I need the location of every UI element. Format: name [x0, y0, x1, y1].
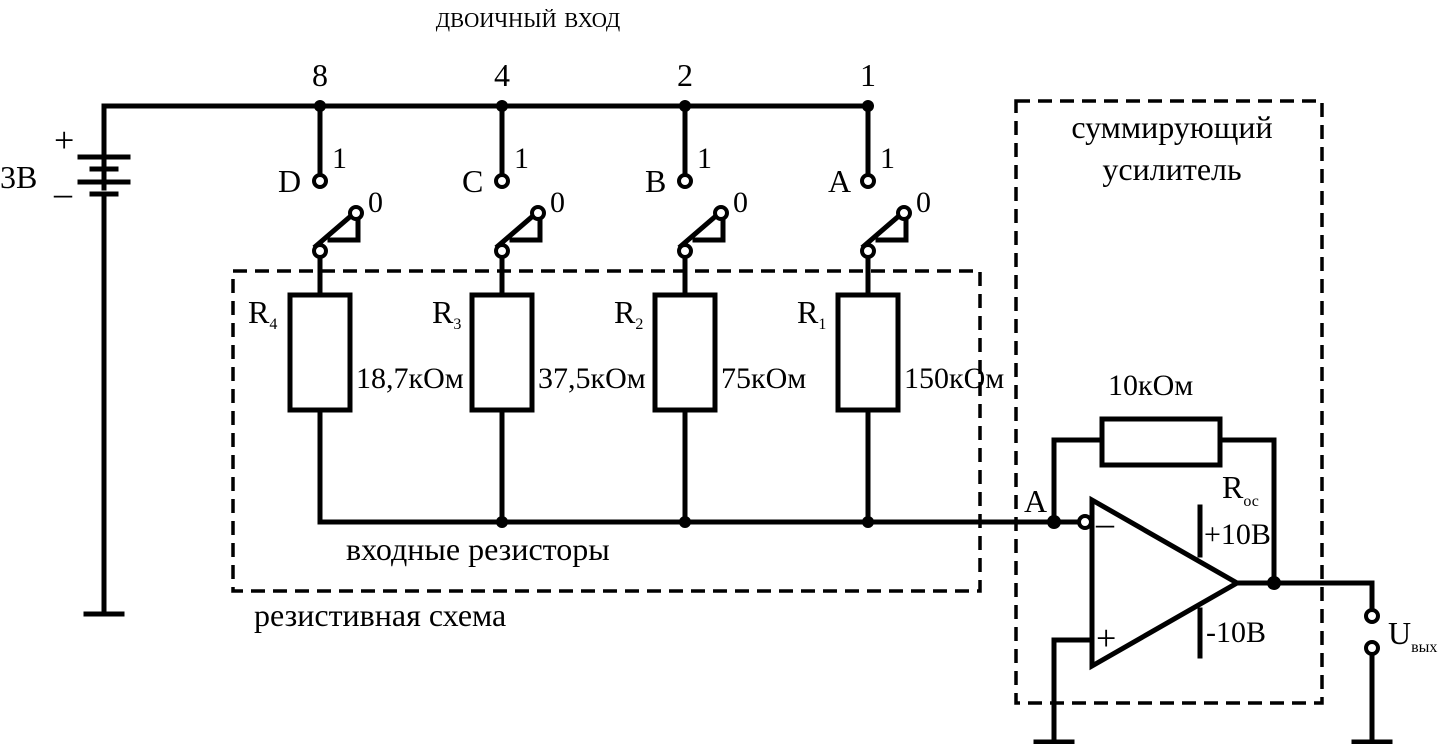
feedback-resistor-value: 10кОм	[1108, 369, 1193, 402]
switch-b	[677, 103, 729, 298]
resistor-r2	[652, 292, 718, 413]
node-a-label: A	[1024, 483, 1047, 519]
feedback-wire-right	[1217, 437, 1277, 586]
resistor-r3	[469, 292, 535, 413]
resistor-ref-label: R1	[797, 294, 826, 333]
switch-on-label: 1	[880, 142, 895, 175]
resistive-network-box	[231, 269, 982, 593]
summing-bus-wire	[317, 407, 1088, 525]
node-a-junction	[1047, 515, 1061, 529]
weight-label: 1	[860, 57, 876, 93]
resistor-ref-label: R2	[614, 294, 643, 333]
switch-on-label: 1	[514, 142, 529, 175]
switch-d	[312, 103, 364, 298]
weight-label: 8	[312, 57, 328, 93]
summing-junction	[679, 516, 691, 528]
resistor-r1	[835, 292, 901, 413]
output-junction	[1267, 576, 1281, 590]
summing-junction	[862, 516, 874, 528]
resistor-ref-label: R4	[248, 294, 277, 333]
supply-neg-label: -10В	[1206, 616, 1266, 649]
switch-name-label: A	[828, 163, 851, 199]
output-wire	[1234, 580, 1375, 613]
resistor-value-label: 18,7кОм	[356, 362, 464, 395]
summing-amplifier-box	[1014, 99, 1324, 705]
resistor-ref-label: R3	[432, 294, 461, 333]
switch-off-label: 0	[550, 186, 565, 219]
top-bus-wire	[101, 103, 871, 191]
noninverting-input-label: +	[1096, 618, 1116, 658]
inverting-input-label: –	[1095, 503, 1115, 543]
noninverting-ground-wire	[1051, 637, 1095, 744]
summing-junction	[496, 516, 508, 528]
output-terminal-bottom	[1364, 640, 1380, 656]
switch-on-label: 1	[697, 142, 712, 175]
switch-a	[860, 103, 912, 298]
battery-icon	[77, 154, 131, 197]
weight-label: 4	[494, 57, 510, 93]
battery-minus-label: –	[53, 173, 73, 213]
input-resistors-label: входные резисторы	[346, 531, 610, 567]
resistor-value-label: 75кОм	[721, 362, 806, 395]
battery-voltage-label: 3В	[0, 159, 37, 195]
resistor-value-label: 150кОм	[904, 362, 1004, 395]
inverting-input-terminal	[1077, 514, 1093, 530]
switch-name-label: D	[278, 163, 301, 199]
resistor-value-label: 37,5кОм	[538, 362, 646, 395]
op-amp-triangle	[1089, 495, 1243, 671]
switch-name-label: C	[462, 163, 483, 199]
weight-label: 2	[677, 57, 693, 93]
switch-off-label: 0	[368, 186, 383, 219]
switch-on-label: 1	[332, 142, 347, 175]
amplifier-label-line2: усилитель	[1102, 151, 1241, 187]
feedback-wire-left	[1051, 437, 1105, 525]
battery-plus-label: +	[54, 120, 74, 160]
switch-name-label: B	[645, 163, 666, 199]
resistor-r4	[287, 292, 353, 413]
binary-input-title: двоичный вход	[436, 1, 620, 34]
resistive-network-label: резистивная схема	[254, 597, 506, 633]
switch-c	[494, 103, 546, 298]
output-voltage-label: Uвых	[1388, 615, 1437, 656]
switch-off-label: 0	[733, 186, 748, 219]
switch-off-label: 0	[916, 186, 931, 219]
output-terminal-top	[1364, 608, 1380, 624]
feedback-resistor	[1099, 416, 1223, 468]
supply-pos-label: +10В	[1204, 518, 1271, 551]
amplifier-label-line1: суммирующий	[1071, 109, 1272, 145]
feedback-resistor-ref: Rос	[1222, 469, 1259, 510]
